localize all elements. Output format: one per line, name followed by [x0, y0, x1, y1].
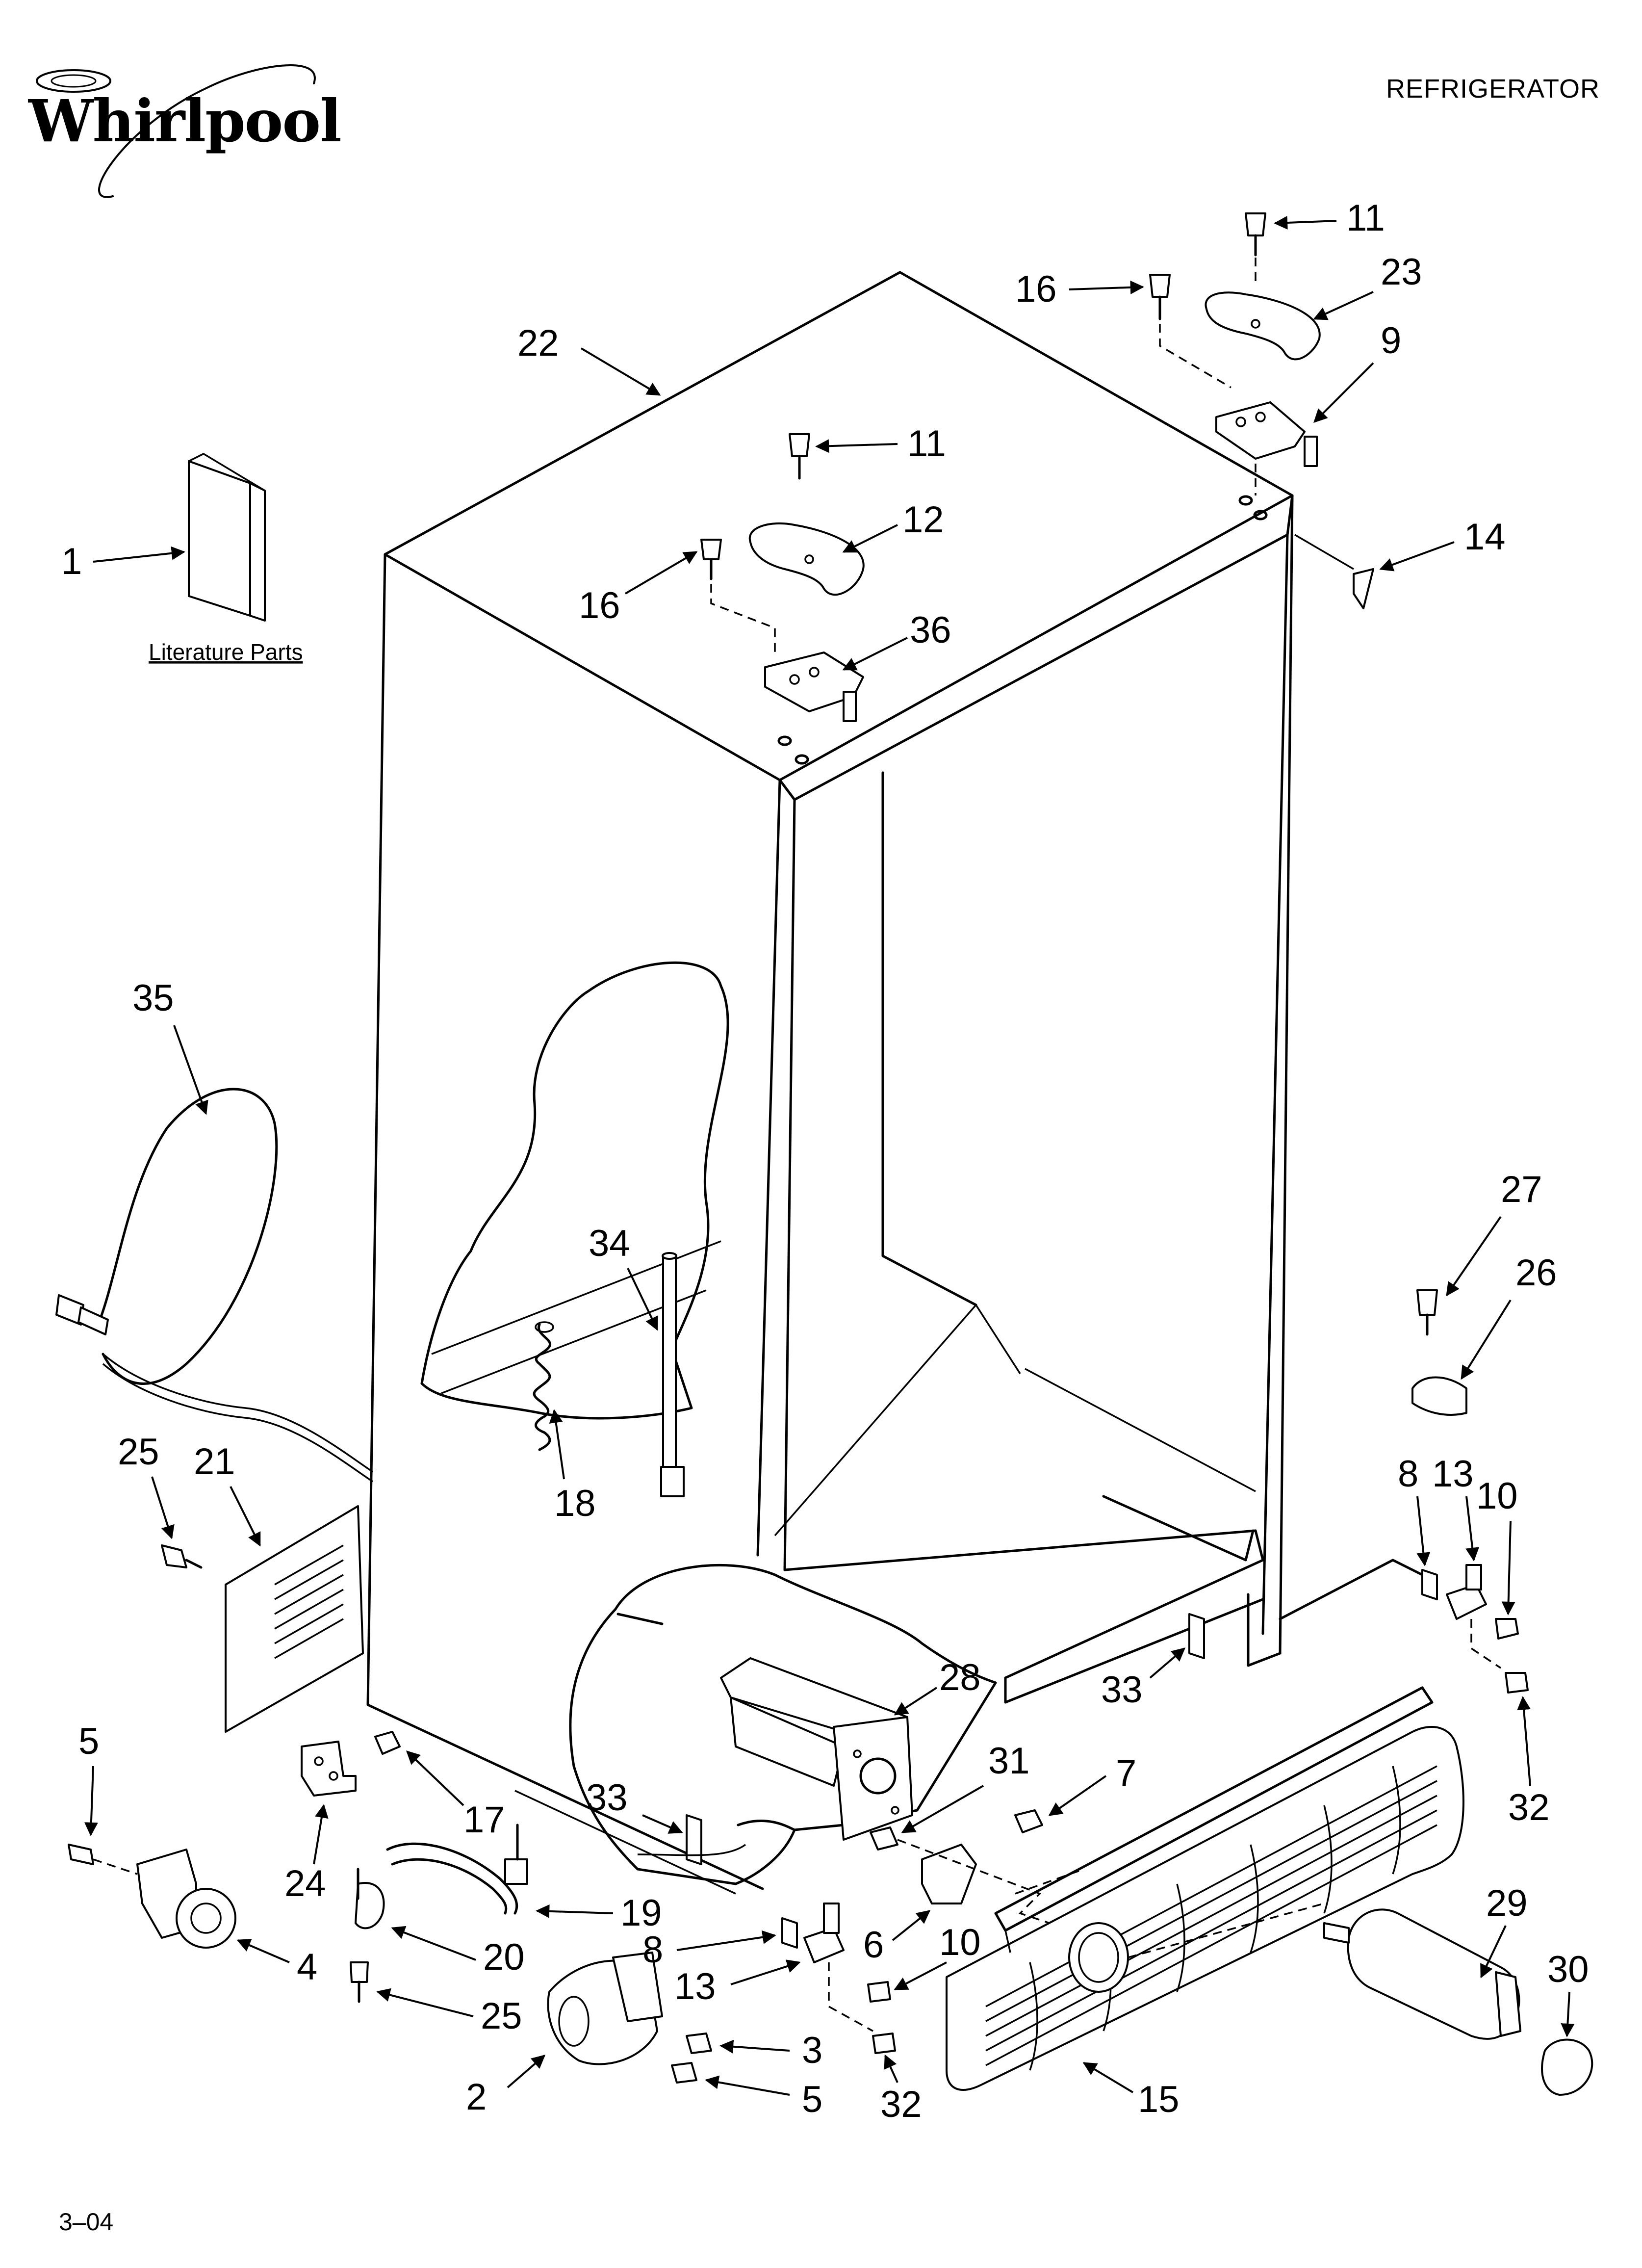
callout-23: 23: [1381, 251, 1422, 293]
callout-13a: 13: [674, 1966, 716, 2007]
callout-10a: 10: [939, 1922, 981, 1963]
rear-panel-21: [161, 1505, 364, 1733]
callout-9: 9: [1381, 320, 1401, 362]
callout-33a: 33: [586, 1777, 628, 1819]
literature-parts-label: Literature Parts: [149, 639, 303, 665]
callout-12: 12: [902, 499, 944, 541]
callout-32a: 32: [880, 2084, 922, 2125]
callout-24: 24: [284, 1863, 326, 1904]
top-hinge-right: [1149, 212, 1321, 521]
callout-27: 27: [1501, 1169, 1542, 1210]
callout-31: 31: [988, 1740, 1030, 1782]
callout-4: 4: [297, 1946, 317, 1988]
callout-11b: 11: [1346, 197, 1385, 239]
callout-26: 26: [1515, 1252, 1557, 1294]
callout-25b: 25: [481, 1995, 522, 2037]
callout-17: 17: [463, 1799, 505, 1841]
callout-34: 34: [589, 1223, 630, 1264]
callout-35: 35: [132, 977, 174, 1019]
callout-8b: 8: [1398, 1453, 1418, 1495]
callouts: 1 Literature Parts 22 11 12 16 36 11 16: [61, 197, 1589, 2125]
power-cord: [55, 1088, 373, 1483]
callout-20: 20: [483, 1936, 525, 1978]
callout-21: 21: [194, 1441, 235, 1483]
callout-6: 6: [863, 1924, 884, 1966]
callout-16a: 16: [579, 585, 620, 626]
brand-wordmark: Whirlpool: [27, 87, 341, 155]
lower-left-assembly: [68, 1731, 736, 2084]
callout-3: 3: [802, 2030, 822, 2071]
bracket-33-right: [1188, 1613, 1205, 1659]
cutaway-lower-left: [420, 961, 729, 1497]
callout-15: 15: [1138, 2079, 1180, 2120]
callout-30: 30: [1547, 1949, 1589, 1990]
revision-code: 3–04: [59, 2208, 114, 2236]
cutaway-lower-front: [569, 1564, 997, 1885]
callout-5b: 5: [802, 2079, 822, 2120]
callout-29: 29: [1486, 1882, 1528, 1924]
callout-22: 22: [517, 322, 559, 364]
callout-14: 14: [1464, 516, 1506, 558]
callout-28: 28: [939, 1657, 981, 1698]
literature-parts: [188, 453, 266, 622]
right-side-parts: [1411, 1289, 1529, 1694]
cabinet-shell: [366, 271, 1424, 1890]
callout-19: 19: [620, 1892, 662, 1934]
callout-25a: 25: [118, 1431, 159, 1473]
callout-32b: 32: [1508, 1787, 1550, 1828]
callout-10b: 10: [1476, 1475, 1518, 1517]
callout-36: 36: [910, 609, 951, 651]
callout-18: 18: [554, 1483, 596, 1524]
top-hinge-left: [700, 433, 865, 765]
whirlpool-logo: Whirlpool: [27, 64, 342, 198]
callout-7: 7: [1116, 1752, 1136, 1794]
callout-11a: 11: [907, 423, 946, 465]
base-grille-assembly: [781, 1686, 1593, 2096]
callout-16b: 16: [1015, 268, 1057, 310]
callout-2: 2: [466, 2076, 487, 2118]
callout-1: 1: [61, 541, 82, 582]
callout-13b: 13: [1432, 1453, 1474, 1495]
callout-5a: 5: [78, 1721, 99, 1762]
clip-14: [1353, 568, 1374, 609]
page-title: REFRIGERATOR: [1385, 74, 1600, 104]
callout-8a: 8: [642, 1929, 663, 1971]
callout-33b: 33: [1101, 1669, 1143, 1711]
